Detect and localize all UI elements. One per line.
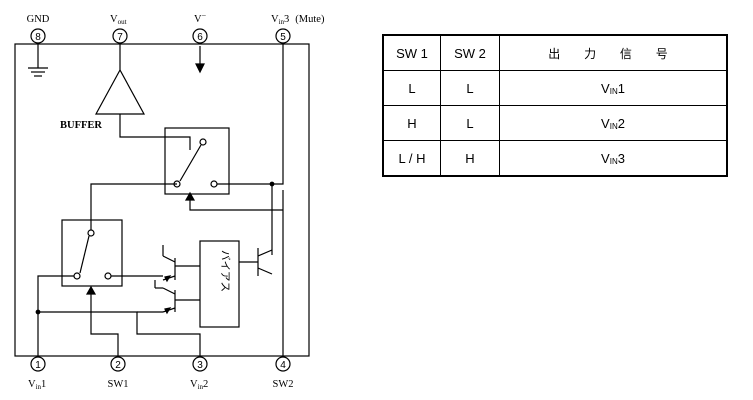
bias-label: バイアス bbox=[219, 250, 231, 292]
cell-output: VIN1 bbox=[499, 70, 728, 106]
pin-7-vout bbox=[112, 28, 128, 44]
pin-5-vin3 bbox=[275, 28, 291, 44]
vneg-label: V− bbox=[194, 11, 207, 25]
pin-6-number: 6 bbox=[197, 32, 203, 43]
switch-box-bottom bbox=[61, 219, 123, 287]
pin-6-vneg bbox=[192, 28, 208, 44]
pin-8-gnd bbox=[30, 28, 46, 44]
cell-sw1: L / H bbox=[382, 140, 441, 177]
buffer-amplifier bbox=[94, 68, 146, 115]
pin-4-number: 4 bbox=[280, 360, 286, 371]
bias-block bbox=[199, 240, 240, 328]
cell-sw2: L bbox=[440, 70, 500, 106]
pin-2-number: 2 bbox=[115, 360, 121, 371]
table-header-row: SW 1 SW 2 出 力 信 号 bbox=[382, 34, 728, 71]
cell-output: VIN2 bbox=[499, 105, 728, 141]
vin1-label: Vin1 bbox=[28, 379, 46, 391]
package-outline bbox=[14, 43, 310, 357]
pin-7-number: 7 bbox=[117, 32, 123, 43]
pin-1-number: 1 bbox=[35, 360, 41, 371]
table-row: L L VIN1 bbox=[382, 70, 728, 106]
table-row: L / H H VIN3 bbox=[382, 140, 728, 177]
table-row: H L VIN2 bbox=[382, 105, 728, 141]
header-output: 出 力 信 号 bbox=[499, 34, 728, 71]
truth-table: SW 1 SW 2 出 力 信 号 L L VIN1 H L VIN2 L / … bbox=[382, 34, 728, 177]
pin-8-number: 8 bbox=[35, 32, 41, 43]
pin-3-vin2 bbox=[192, 356, 208, 372]
vout-label: Vout bbox=[110, 14, 127, 26]
pin-1-vin1 bbox=[30, 356, 46, 372]
switch-box-top bbox=[164, 127, 230, 195]
header-sw1: SW 1 bbox=[382, 34, 441, 71]
vin2-label: Vin2 bbox=[190, 379, 208, 391]
sw2-label: SW2 bbox=[273, 379, 294, 390]
cell-sw2: L bbox=[440, 105, 500, 141]
cell-sw2: H bbox=[440, 140, 500, 177]
cell-sw1: L bbox=[382, 70, 441, 106]
sw1-label: SW1 bbox=[108, 379, 129, 390]
vin3-label: Vin3(Mute) bbox=[271, 14, 325, 26]
pin-3-number: 3 bbox=[197, 360, 203, 371]
buffer-label: BUFFER bbox=[60, 120, 102, 131]
header-sw2: SW 2 bbox=[440, 34, 500, 71]
cell-output: VIN3 bbox=[499, 140, 728, 177]
cell-sw1: H bbox=[382, 105, 441, 141]
circuit-diagram: 8 7 6 5 1 2 3 4 GND Vout V− Vin3(Mute) V… bbox=[14, 11, 325, 391]
pin-4-sw2 bbox=[275, 356, 291, 372]
pin-5-number: 5 bbox=[280, 32, 286, 43]
gnd-label: GND bbox=[27, 14, 50, 25]
pin-2-sw1 bbox=[110, 356, 126, 372]
